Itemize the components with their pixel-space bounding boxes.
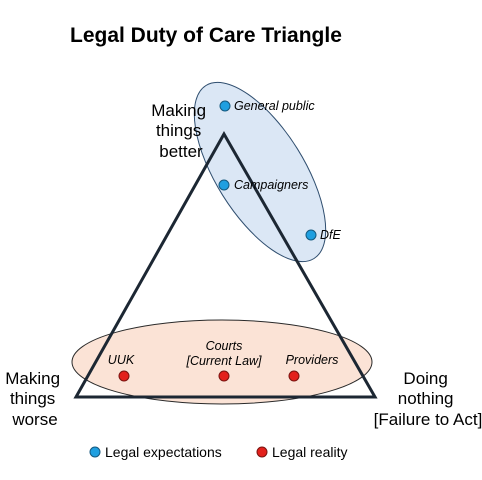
legend-reality-dot	[256, 446, 268, 458]
legend-reality-label: Legal reality	[272, 444, 348, 460]
expectation-label: General public	[234, 99, 315, 113]
diagram-title: Legal Duty of Care Triangle	[70, 24, 342, 47]
reality-dot	[118, 370, 130, 382]
expectation-point-campaigners: Campaigners	[218, 178, 308, 192]
duty-triangle	[73, 130, 378, 399]
reality-dot	[218, 370, 230, 382]
legend: Legal expectations Legal reality	[89, 444, 348, 460]
expectation-label: Campaigners	[234, 178, 308, 192]
reality-point-providers: Providers	[286, 353, 339, 382]
vertex-label-left: Making things worse	[5, 369, 65, 429]
expectations-region	[193, 81, 327, 263]
reality-label: UUK	[108, 353, 135, 367]
expectation-point-dfe: DfE	[305, 228, 342, 242]
expectation-dot	[219, 100, 231, 112]
expectation-label: DfE	[320, 228, 342, 242]
expectation-dot	[305, 229, 317, 241]
vertex-label-top: Making things better	[151, 101, 211, 161]
reality-dot	[288, 370, 300, 382]
legend-expectations-dot	[89, 446, 101, 458]
expectation-point-general-public: General public	[219, 99, 315, 113]
reality-label-sub: [Current Law]	[185, 354, 262, 368]
legend-expectations-label: Legal expectations	[105, 444, 222, 460]
expectation-dot	[218, 179, 230, 191]
reality-label: Courts	[206, 339, 243, 353]
reality-label: Providers	[286, 353, 339, 367]
reality-region	[71, 319, 373, 405]
reality-point-courts: Courts [Current Law]	[185, 339, 262, 382]
reality-point-uuk: UUK	[108, 353, 135, 382]
vertex-label-right: Doing nothing [Failure to Act]	[374, 369, 482, 429]
